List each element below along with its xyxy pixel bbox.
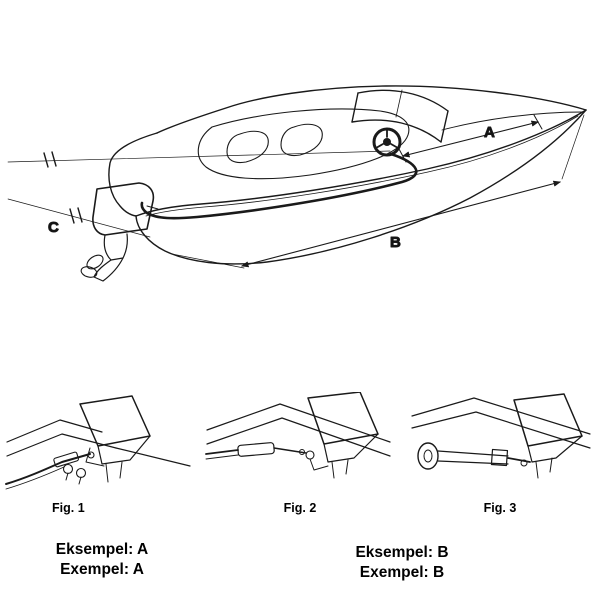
deck-edge bbox=[411, 397, 591, 435]
motor-cowling bbox=[79, 395, 151, 447]
dimension-c: C bbox=[7, 150, 391, 238]
dimension-label-c: C bbox=[48, 219, 59, 236]
dimension-b: B bbox=[171, 114, 585, 269]
figure-3: Fig. 3 bbox=[404, 392, 596, 515]
caption-example-a-line2: Exempel: A bbox=[60, 561, 144, 578]
tube-nut bbox=[490, 448, 509, 467]
steering-wheel bbox=[372, 127, 402, 157]
fig1-illustration bbox=[5, 395, 191, 490]
steering-cable bbox=[140, 152, 418, 220]
steering-cable bbox=[205, 449, 239, 455]
outboard-motor bbox=[80, 182, 159, 282]
fig3-illustration bbox=[411, 393, 591, 479]
figure-2: Fig. 2 bbox=[204, 392, 396, 515]
fig2-label: Fig. 2 bbox=[283, 501, 317, 515]
caption-example-b: Eksempel: B Exempel: B bbox=[312, 543, 492, 583]
dimension-label-a: A bbox=[484, 124, 495, 141]
cable-barrel bbox=[237, 442, 275, 457]
dimension-a: A bbox=[398, 114, 543, 163]
deck-edge bbox=[206, 403, 391, 443]
caption-example-a-line1: Eksempel: A bbox=[55, 541, 149, 558]
tube-flange bbox=[417, 442, 439, 470]
cockpit bbox=[197, 108, 410, 180]
fig1-label: Fig. 1 bbox=[52, 501, 85, 515]
motor-cowling bbox=[307, 392, 379, 445]
caption-example-a: Eksempel: A Exempel: A bbox=[22, 540, 182, 580]
boat-measurement-diagram: A B C bbox=[7, 85, 587, 282]
figure-1: Fig. 1 bbox=[4, 392, 196, 515]
dimension-label-b: B bbox=[390, 234, 401, 251]
break-mark-lower bbox=[69, 207, 83, 224]
cable-clamp bbox=[53, 451, 79, 468]
windshield bbox=[351, 89, 449, 143]
steering-cable bbox=[5, 453, 91, 485]
caption-example-b-line1: Eksempel: B bbox=[355, 544, 449, 561]
fig3-label: Fig. 3 bbox=[483, 501, 517, 515]
fig2-illustration bbox=[205, 392, 391, 479]
boat-hull bbox=[108, 85, 587, 265]
caption-example-b-line2: Exempel: B bbox=[359, 564, 445, 581]
motor-cowling bbox=[513, 393, 583, 447]
deck-edge bbox=[6, 419, 103, 443]
tilt-tube bbox=[437, 450, 509, 457]
break-mark-upper bbox=[43, 151, 57, 168]
